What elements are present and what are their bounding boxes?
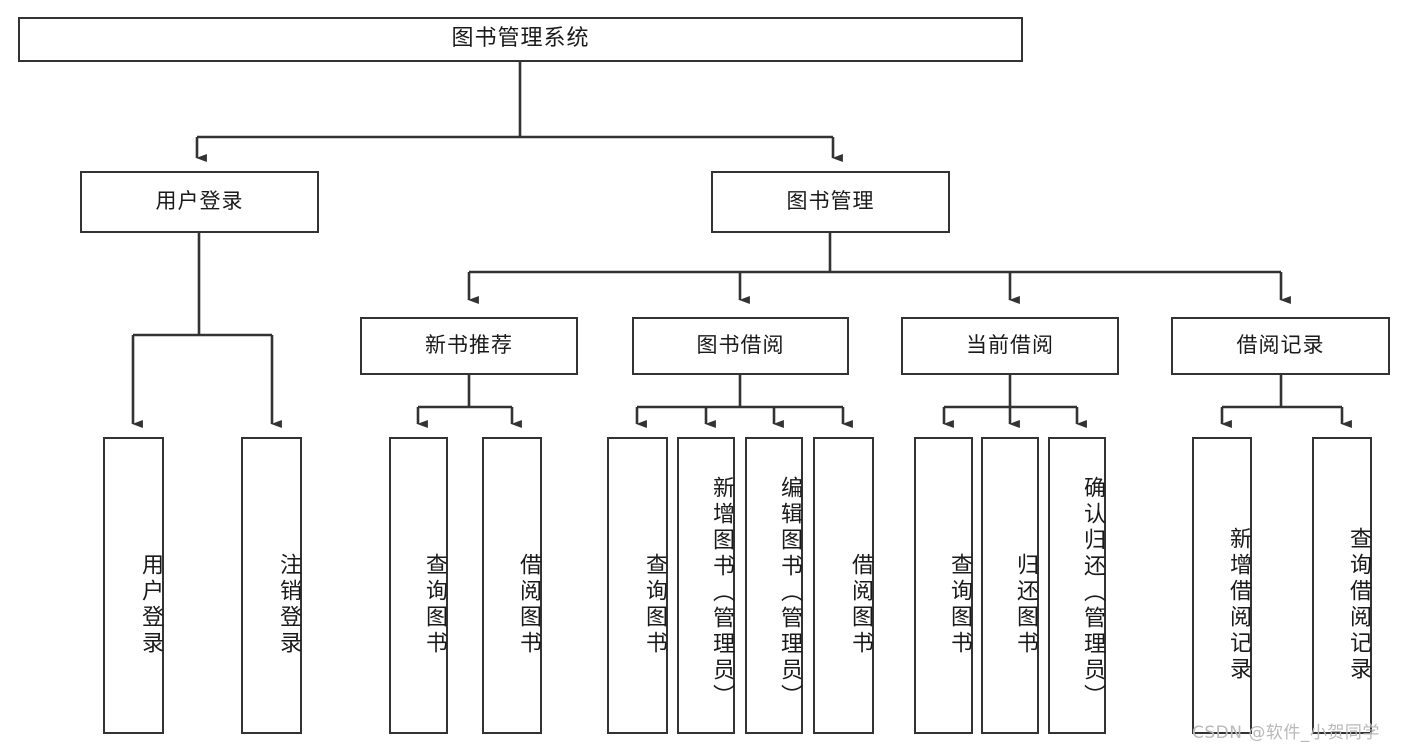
node-label: 查询图书 — [642, 552, 667, 657]
node-book-borrow[interactable]: 图书借阅 — [632, 317, 849, 375]
node-label: 新增图书（管理员） — [709, 475, 734, 710]
node-label: 借阅图书 — [516, 552, 541, 657]
leaf-current-borrow-confirm-return-admin[interactable]: 确认归还（管理员） — [1048, 437, 1106, 734]
node-new-book-recommend[interactable]: 新书推荐 — [360, 317, 578, 375]
node-label: 借阅图书 — [848, 552, 873, 657]
leaf-user-login-logout[interactable]: 注销登录 — [241, 437, 302, 734]
node-label: 用户登录 — [138, 552, 163, 657]
node-label: 查询图书 — [422, 552, 447, 657]
leaf-new-book-borrow-book[interactable]: 借阅图书 — [482, 437, 542, 734]
node-label: 图书管理 — [786, 189, 875, 214]
node-label: 确认归还（管理员） — [1080, 475, 1105, 710]
node-label: 用户登录 — [155, 189, 244, 214]
leaf-borrow-record-add-record[interactable]: 新增借阅记录 — [1192, 437, 1252, 734]
node-label: 新增借阅记录 — [1226, 526, 1251, 683]
csdn-watermark: CSDN @软件_小贺同学 — [1192, 718, 1380, 743]
node-label: 新书推荐 — [425, 333, 513, 358]
node-borrow-record[interactable]: 借阅记录 — [1171, 317, 1390, 375]
watermark-text: CSDN @软件_小贺同学 — [1192, 723, 1380, 743]
node-root-book-management-system[interactable]: 图书管理系统 — [18, 17, 1023, 62]
node-label: 图书管理系统 — [451, 26, 590, 52]
leaf-book-borrow-borrow-book[interactable]: 借阅图书 — [813, 437, 874, 734]
node-label: 图书借阅 — [696, 333, 785, 358]
node-book-management[interactable]: 图书管理 — [711, 171, 950, 233]
leaf-current-borrow-query-book[interactable]: 查询图书 — [914, 437, 973, 734]
node-label: 借阅记录 — [1236, 333, 1325, 358]
node-current-borrow[interactable]: 当前借阅 — [901, 317, 1119, 375]
leaf-book-borrow-query-book[interactable]: 查询图书 — [607, 437, 668, 734]
node-label: 查询图书 — [947, 552, 972, 657]
leaf-new-book-query-book[interactable]: 查询图书 — [389, 437, 448, 734]
leaf-user-login-login[interactable]: 用户登录 — [103, 437, 164, 734]
node-label: 查询借阅记录 — [1346, 526, 1371, 683]
leaf-book-borrow-edit-book-admin[interactable]: 编辑图书（管理员） — [745, 437, 803, 734]
leaf-book-borrow-add-book-admin[interactable]: 新增图书（管理员） — [677, 437, 735, 734]
node-label: 注销登录 — [276, 552, 301, 657]
leaf-borrow-record-query-record[interactable]: 查询借阅记录 — [1312, 437, 1372, 734]
node-label: 编辑图书（管理员） — [777, 475, 802, 710]
leaf-current-borrow-return-book[interactable]: 归还图书 — [981, 437, 1039, 734]
node-label: 当前借阅 — [966, 333, 1054, 358]
node-user-login[interactable]: 用户登录 — [80, 171, 319, 233]
node-label: 归还图书 — [1013, 552, 1038, 657]
